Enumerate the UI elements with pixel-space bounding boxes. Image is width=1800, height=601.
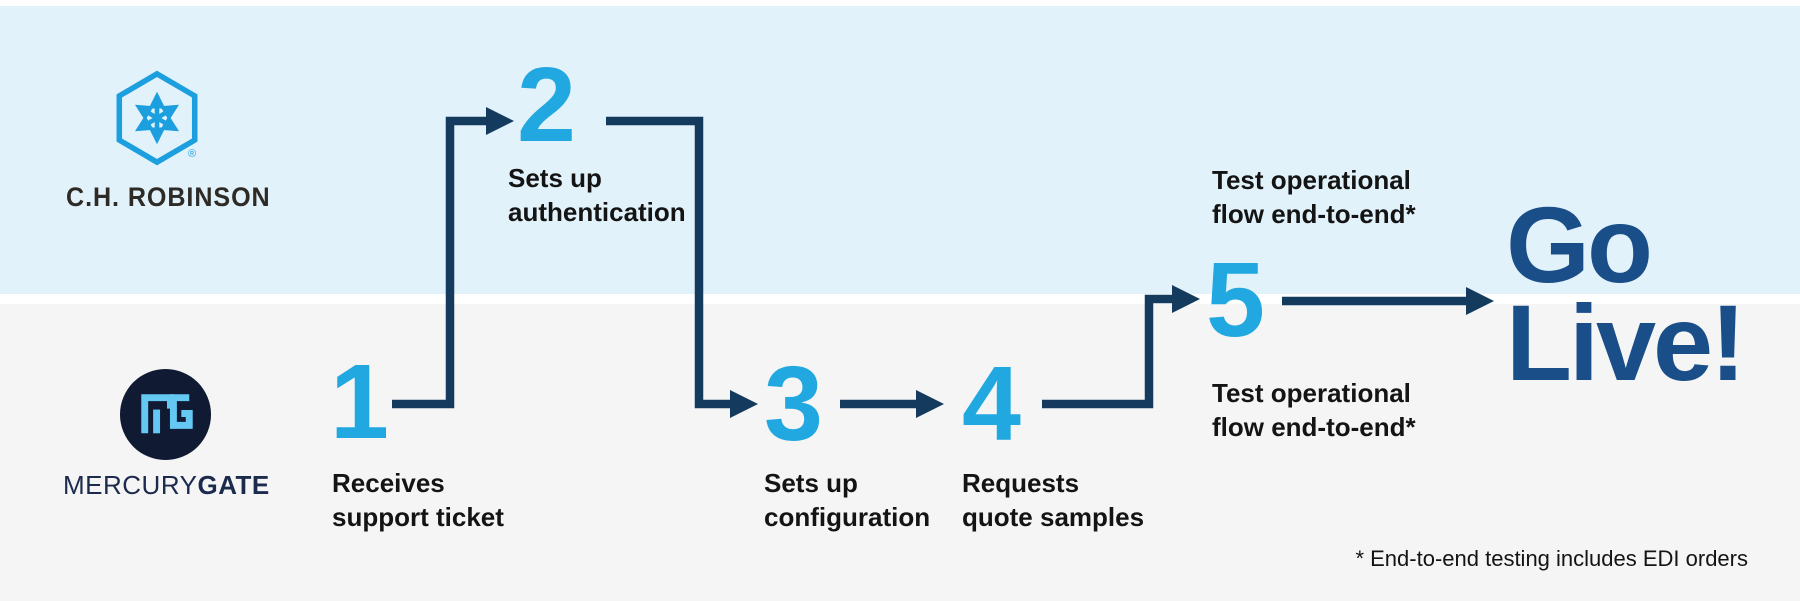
arrowhead-step4 [916, 390, 944, 418]
step-5-label-bottom: Test operational flow end-to-end* [1212, 378, 1416, 442]
step-4-number: 4 [962, 345, 1021, 463]
step-5-number: 5 [1206, 241, 1265, 359]
chrobinson-hexagon-icon [116, 70, 198, 166]
chrobinson-band [0, 6, 1800, 294]
arrowhead-step3 [730, 390, 758, 418]
arrow-step1-to-step2 [392, 116, 486, 409]
arrowhead-golive [1466, 287, 1494, 315]
step-4-label: Requests quote samples [962, 468, 1145, 532]
step-2-label: Sets up authentication [508, 163, 686, 227]
step-3-number: 3 [764, 345, 823, 463]
arrowhead-step5 [1172, 285, 1200, 313]
step-1-label: Receives support ticket [332, 468, 504, 532]
step-1-number: 1 [330, 343, 389, 461]
wordmark-gate: GATE [197, 470, 270, 500]
registered-trademark: ® [188, 148, 197, 160]
mercurygate-monogram-icon [119, 368, 212, 461]
mercurygate-wordmark: MERCURYGATE [63, 470, 270, 501]
step-3-label: Sets up configuration [764, 468, 931, 532]
step-5-label-top: Test operational flow end-to-end* [1212, 165, 1416, 229]
step-2-number: 2 [517, 46, 576, 164]
chrobinson-wordmark: C.H. ROBINSON [66, 182, 271, 212]
arrow-step4-to-step5 [1042, 294, 1172, 409]
chrobinson-logo [111, 70, 203, 166]
mercurygate-logo [118, 367, 213, 462]
go-live-text: Go Live! [1506, 184, 1746, 403]
wordmark-mercury: MERCURY [63, 470, 198, 500]
footnote-text: * End-to-end testing includes EDI orders [1355, 546, 1748, 571]
arrowhead-step2 [486, 107, 514, 135]
arrow-step2-to-step3 [606, 116, 730, 409]
mercurygate-band [0, 304, 1800, 601]
